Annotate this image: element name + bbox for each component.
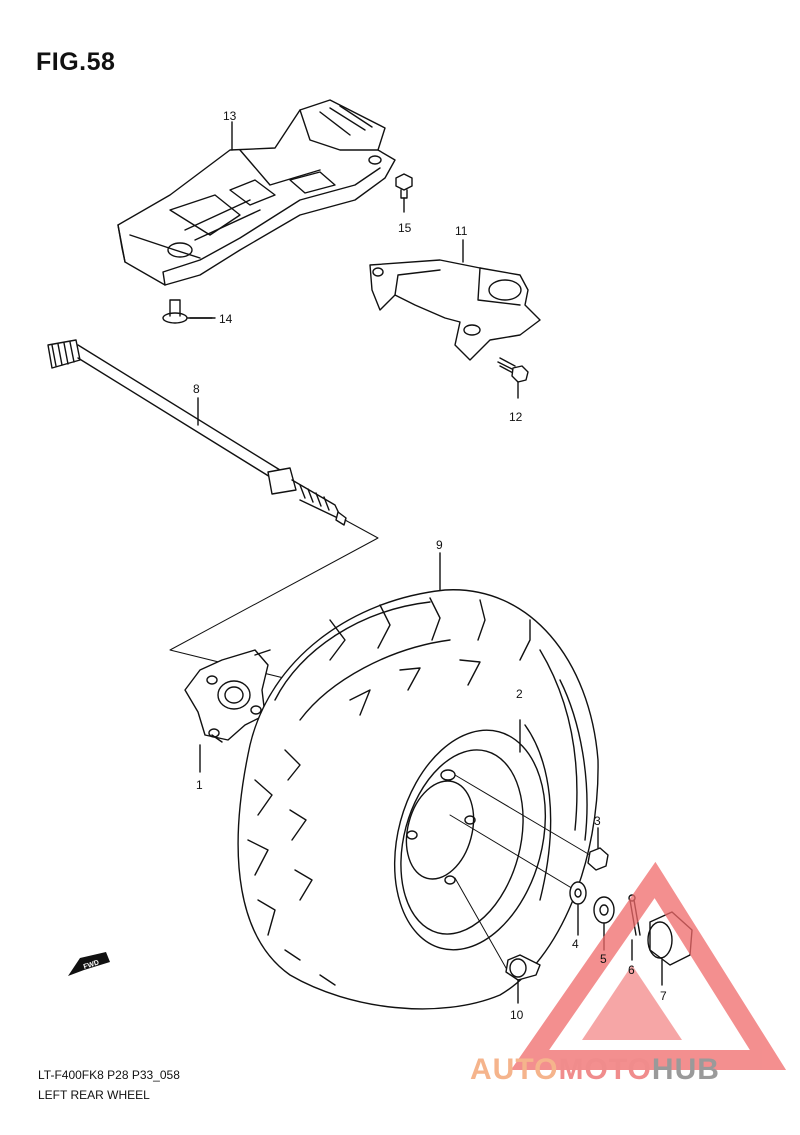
callout-12: 12 xyxy=(509,410,523,424)
callout-11: 11 xyxy=(455,224,468,238)
callout-14: 14 xyxy=(219,312,233,326)
callout-3: 3 xyxy=(594,814,601,828)
hub-part xyxy=(184,649,276,773)
bolt-12-part xyxy=(497,357,529,399)
watermark-logo: AUTOMOTOHUB xyxy=(470,1053,720,1087)
callout-2: 2 xyxy=(516,687,523,701)
bolt-15-part xyxy=(395,173,413,213)
bracket-11-part xyxy=(369,239,541,361)
callout-15: 15 xyxy=(398,221,412,235)
callout-13: 13 xyxy=(223,109,237,123)
callout-9: 9 xyxy=(436,538,443,552)
callout-4: 4 xyxy=(572,937,579,951)
callout-5: 5 xyxy=(600,952,607,966)
figure-title: FIG.58 xyxy=(36,48,116,76)
watermark-moto: MOTO xyxy=(558,1053,652,1086)
skid-plate-part xyxy=(117,99,396,286)
watermark-auto: AUTO xyxy=(470,1053,559,1086)
callout-8: 8 xyxy=(193,382,200,396)
washer-part xyxy=(569,881,587,936)
nut-part xyxy=(587,827,609,871)
watermark-triangle xyxy=(510,861,787,1070)
rim-part xyxy=(393,719,552,951)
callout-7: 7 xyxy=(660,989,667,1003)
callout-1: 1 xyxy=(196,778,203,792)
valve-part xyxy=(505,954,541,1004)
section-name: LEFT REAR WHEEL xyxy=(38,1088,150,1102)
bolt-14-part xyxy=(162,299,216,324)
callout-10: 10 xyxy=(510,1008,524,1022)
callout-6: 6 xyxy=(628,963,635,977)
watermark-hub: HUB xyxy=(651,1053,720,1086)
fwd-arrow-icon: FWD xyxy=(68,952,110,976)
fwd-label: FWD xyxy=(83,959,100,971)
model-code: LT-F400FK8 P28 P33_058 xyxy=(38,1068,180,1082)
drive-shaft-part xyxy=(47,339,347,526)
